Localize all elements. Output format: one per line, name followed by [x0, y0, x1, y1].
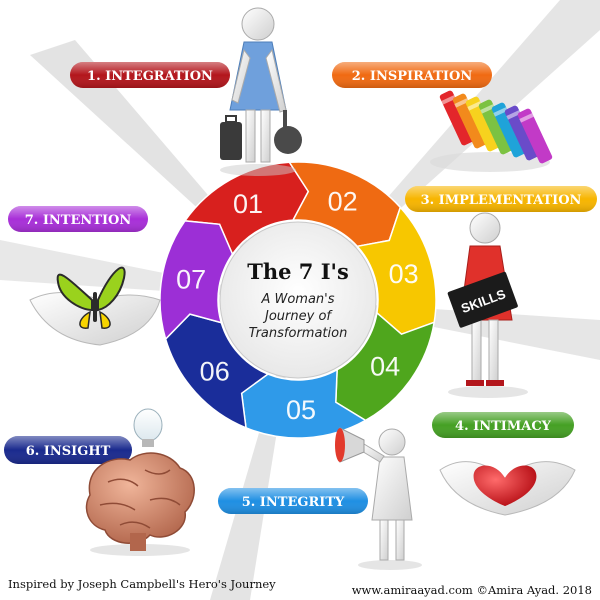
step-label-pill: 4. INTIMACY: [432, 412, 574, 438]
segment-number: 05: [286, 395, 316, 425]
segment-number: 03: [389, 259, 419, 289]
segment-number: 07: [176, 265, 206, 295]
step-label-text: 6. INSIGHT: [26, 444, 111, 459]
step-label-pill: 1. INTEGRATION: [70, 62, 230, 88]
crayons-icon: [430, 90, 553, 172]
businesswoman-figure: [220, 7, 302, 176]
step-label-text: 7. INTENTION: [25, 213, 132, 228]
center-subtitle-line: A Woman's: [260, 292, 334, 307]
step-label-pill: 2. INSPIRATION: [332, 62, 492, 88]
hands-butterfly-figure: [29, 266, 161, 346]
step-label-pill: 3. IMPLEMENTATION: [405, 186, 597, 212]
skills-woman-figure: SKILLS: [447, 212, 528, 398]
step-label-text: 4. INTIMACY: [455, 419, 552, 434]
step-labels: 1. INTEGRATION 2. INSPIRATION 3. IMPLEMENT…: [4, 62, 597, 514]
center-subtitle-line: Transformation: [249, 326, 348, 341]
center-title: The 7 I's: [247, 259, 349, 284]
lightbulb-icon: [133, 408, 163, 442]
megaphone-woman-figure: [335, 427, 422, 570]
brain-icon: [85, 452, 195, 544]
footer-copyright: www.amiraayad.com ©Amira Ayad. 2018: [352, 583, 592, 597]
segment-number: 06: [200, 356, 230, 386]
footer-credit: Inspired by Joseph Campbell's Hero's Jou…: [8, 577, 276, 591]
step-label-pill: 5. INTEGRITY: [218, 488, 368, 514]
segment-number: 04: [370, 352, 400, 382]
step-label-pill: 7. INTENTION: [8, 206, 148, 232]
brain-figure: [85, 408, 195, 556]
step-label-text: 5. INTEGRITY: [242, 495, 345, 510]
center-subtitle-line: Journey of: [262, 309, 333, 324]
center-disc: The 7 I's A Woman's Journey of Transform…: [219, 221, 377, 379]
segment-number: 01: [233, 189, 263, 219]
skills-board: SKILLS: [447, 271, 518, 328]
segment-number: 02: [328, 187, 358, 217]
step-label-text: 3. IMPLEMENTATION: [421, 193, 582, 208]
heart-icon: [473, 465, 537, 506]
step-label-text: 2. INSPIRATION: [352, 69, 473, 84]
frying-pan-icon: [274, 126, 302, 154]
step-label-pill: 6. INSIGHT: [4, 436, 132, 464]
briefcase-icon: [220, 122, 242, 160]
hands-heart-figure: [439, 461, 576, 516]
butterfly-icon: [56, 273, 93, 312]
step-label-text: 1. INTEGRATION: [87, 69, 213, 84]
